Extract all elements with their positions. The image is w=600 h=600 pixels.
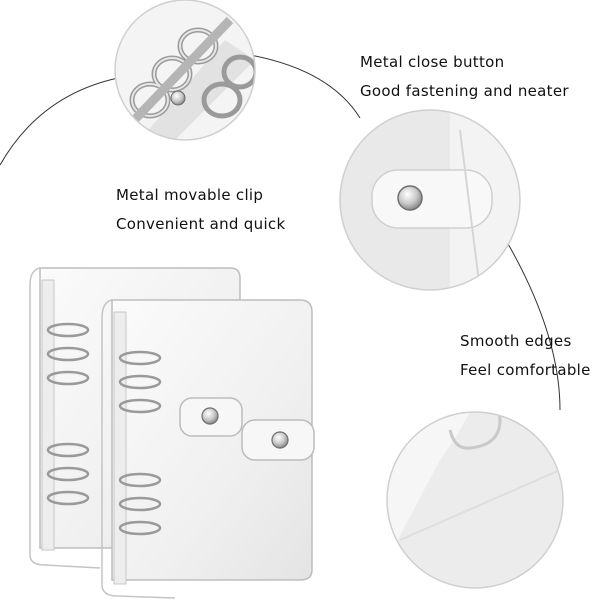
clip-feature-subtitle: Convenient and quick	[116, 215, 286, 233]
rounded-corner-icon	[448, 412, 502, 450]
connector-lines	[0, 54, 561, 411]
clip-feature-title: Metal movable clip	[116, 186, 264, 204]
edge-detail-circle	[386, 411, 564, 589]
button-detail-circle	[339, 109, 521, 291]
front-binder-rings-icon	[118, 350, 162, 536]
binder-rings-icon	[115, 0, 255, 140]
back-binder-rings-icon	[46, 322, 90, 506]
binder-front	[101, 299, 315, 599]
edges-feature-title: Smooth edges	[460, 332, 572, 350]
ring-detail-circle	[114, 0, 256, 141]
button-feature-title: Metal close button	[360, 53, 505, 71]
button-feature-subtitle: Good fastening and neater	[360, 82, 569, 100]
front-snap-icon	[271, 431, 289, 449]
edges-feature-subtitle: Feel comfortable	[460, 361, 591, 379]
snap-button-icon	[397, 185, 423, 211]
